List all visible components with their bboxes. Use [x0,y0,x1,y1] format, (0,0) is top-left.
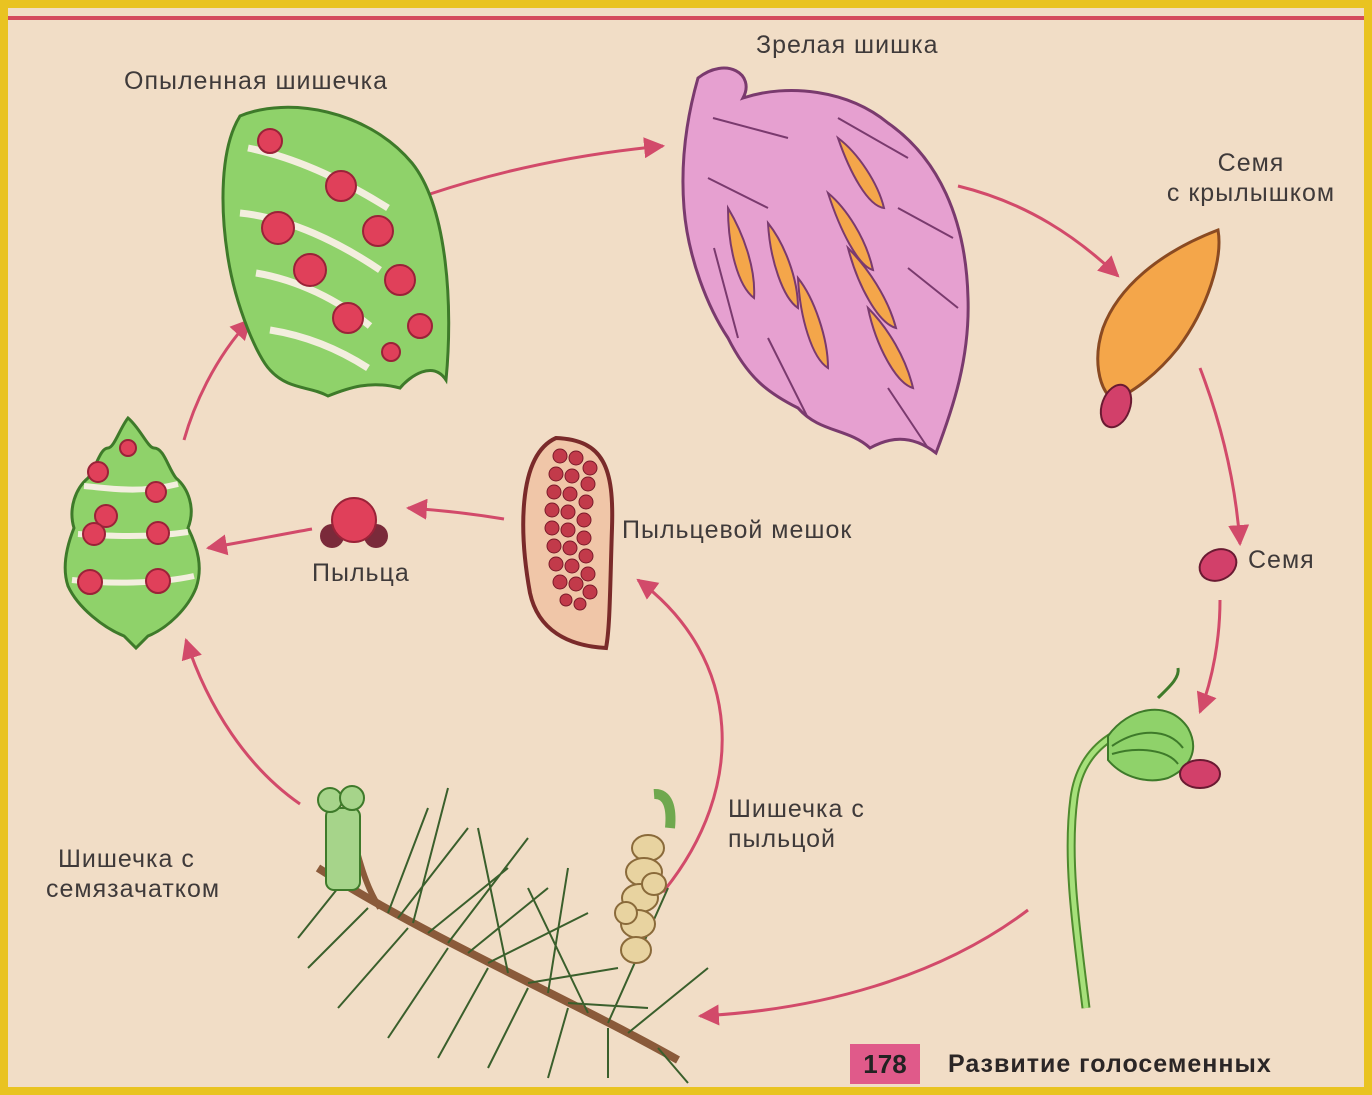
arrow-winged-seed-to-seed [1200,368,1240,544]
arrow-seed-to-seedling [1200,600,1220,712]
label-winged-seed-line2: с крылышком [1136,178,1364,208]
arrow-pollinated-to-mature [430,146,663,194]
label-pollen-cone-line1: Шишечка с [728,794,865,824]
label-ovule-cone-line2: семязачатком [46,874,220,904]
label-ovule-cone-line1: Шишечка с [46,844,220,874]
arrow-mature-to-winged-seed [958,186,1118,276]
ovule-cone-icon [65,418,199,648]
figure-caption: Развитие голосеменных [948,1046,1272,1082]
label-winged-seed: Семя с крылышком [1136,148,1364,208]
label-pollen-sac: Пыльцевой мешок [622,515,852,545]
label-winged-seed-line1: Семя [1136,148,1364,178]
label-ovule-cone: Шишечка с семязачатком [46,844,220,904]
pollen-grain-icon [320,498,388,548]
pine-branch-icon [298,786,708,1083]
arrow-ovule-cone-to-pollinated [184,320,250,440]
arrow-branch-to-ovule-cone [186,640,300,804]
mature-cone-icon [683,68,968,453]
label-pollen: Пыльца [312,558,410,588]
label-seed: Семя [1248,545,1315,575]
label-pollen-cone-line2: пыльцой [728,824,865,854]
seed-icon [1194,543,1241,586]
pollen-cone-icon [615,794,670,963]
label-pollen-cone: Шишечка с пыльцой [728,794,865,854]
pollinated-cone-icon [223,107,449,396]
arrow-pollen-to-ovule-cone [208,529,312,548]
label-pollinated-cone: Опыленная шишечка [124,66,388,96]
pollen-sac-icon [523,438,612,648]
winged-seed-icon [1095,230,1219,431]
figure-number: 178 [850,1044,920,1084]
seedling-icon [1071,668,1220,1008]
page: Опыленная шишечка Зрелая шишка Семя с кр… [8,8,1364,1087]
label-mature-cone: Зрелая шишка [756,30,939,60]
arrow-sac-to-pollen [408,508,504,519]
arrow-seedling-to-branch [700,910,1028,1016]
